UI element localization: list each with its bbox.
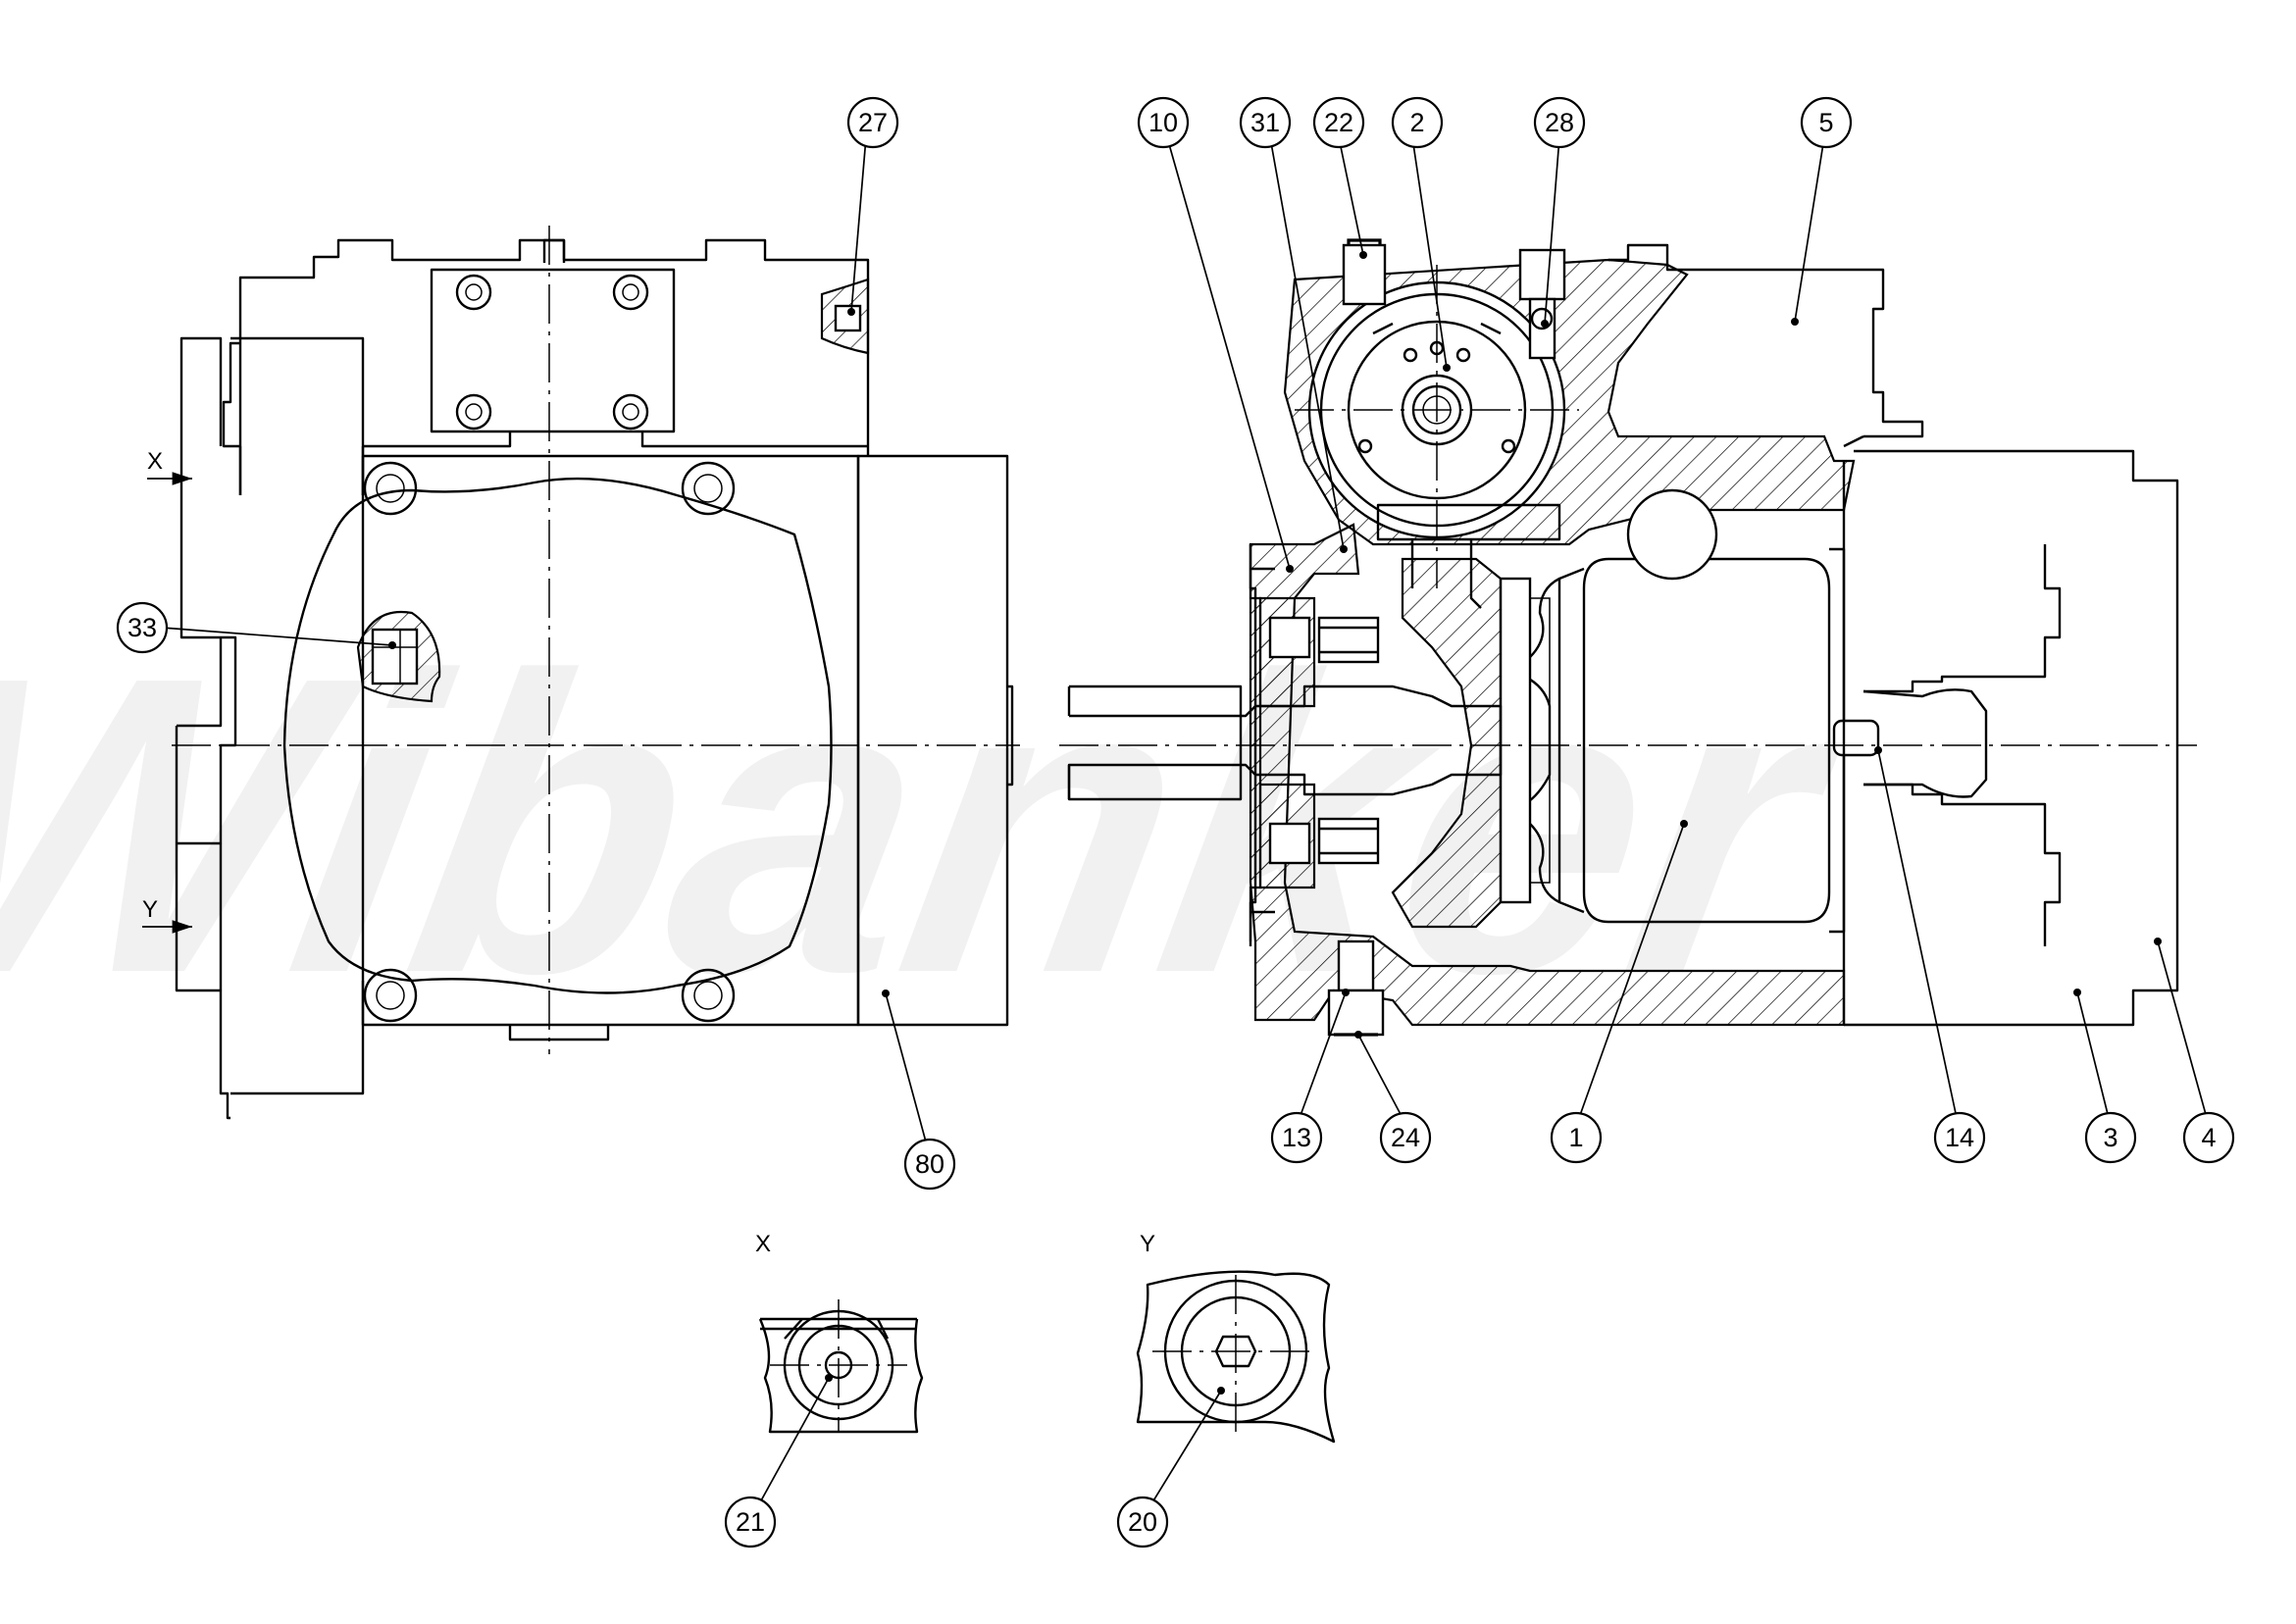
side-view: X Y [142, 226, 1020, 1120]
callout-22: 22 [1312, 96, 1365, 149]
svg-text:24: 24 [1391, 1123, 1420, 1152]
detail-x-label: X [755, 1231, 771, 1257]
svg-text:33: 33 [128, 613, 157, 642]
svg-text:27: 27 [858, 108, 888, 137]
callout-4: 4 [2182, 1111, 2235, 1164]
callout-28: 28 [1533, 96, 1586, 149]
view-arrow-x-label: X [147, 448, 163, 475]
svg-text:13: 13 [1282, 1123, 1311, 1152]
callout-2: 2 [1391, 96, 1444, 149]
callout-5: 5 [1800, 96, 1853, 149]
svg-text:10: 10 [1148, 108, 1178, 137]
callout-1: 1 [1550, 1111, 1603, 1164]
callout-21: 21 [724, 1496, 777, 1548]
svg-text:31: 31 [1250, 108, 1280, 137]
svg-text:21: 21 [736, 1507, 765, 1537]
callout-33: 33 [116, 601, 169, 654]
svg-text:14: 14 [1945, 1123, 1974, 1152]
svg-text:80: 80 [915, 1149, 944, 1179]
svg-text:5: 5 [1818, 108, 1833, 137]
svg-text:4: 4 [2201, 1123, 2216, 1152]
callout-3: 3 [2084, 1111, 2137, 1164]
view-arrow-y-label: Y [142, 896, 158, 923]
svg-text:22: 22 [1324, 108, 1353, 137]
callout-27: 27 [846, 96, 899, 149]
svg-text:1: 1 [1568, 1123, 1583, 1152]
detail-view-x: X [755, 1231, 924, 1434]
svg-text:28: 28 [1545, 108, 1574, 137]
section-view [1059, 238, 2197, 1037]
callout-10: 10 [1137, 96, 1190, 149]
callout-13: 13 [1270, 1111, 1323, 1164]
svg-text:3: 3 [2103, 1123, 2117, 1152]
callout-80: 80 [903, 1138, 956, 1191]
callout-20: 20 [1116, 1496, 1169, 1548]
leaders [161, 136, 2208, 1503]
callout-31: 31 [1239, 96, 1292, 149]
callout-14: 14 [1933, 1111, 1986, 1164]
detail-y-label: Y [1140, 1231, 1155, 1257]
svg-text:20: 20 [1128, 1507, 1157, 1537]
svg-text:2: 2 [1409, 108, 1424, 137]
callout-24: 24 [1379, 1111, 1432, 1164]
detail-view-y: Y [1136, 1231, 1336, 1444]
